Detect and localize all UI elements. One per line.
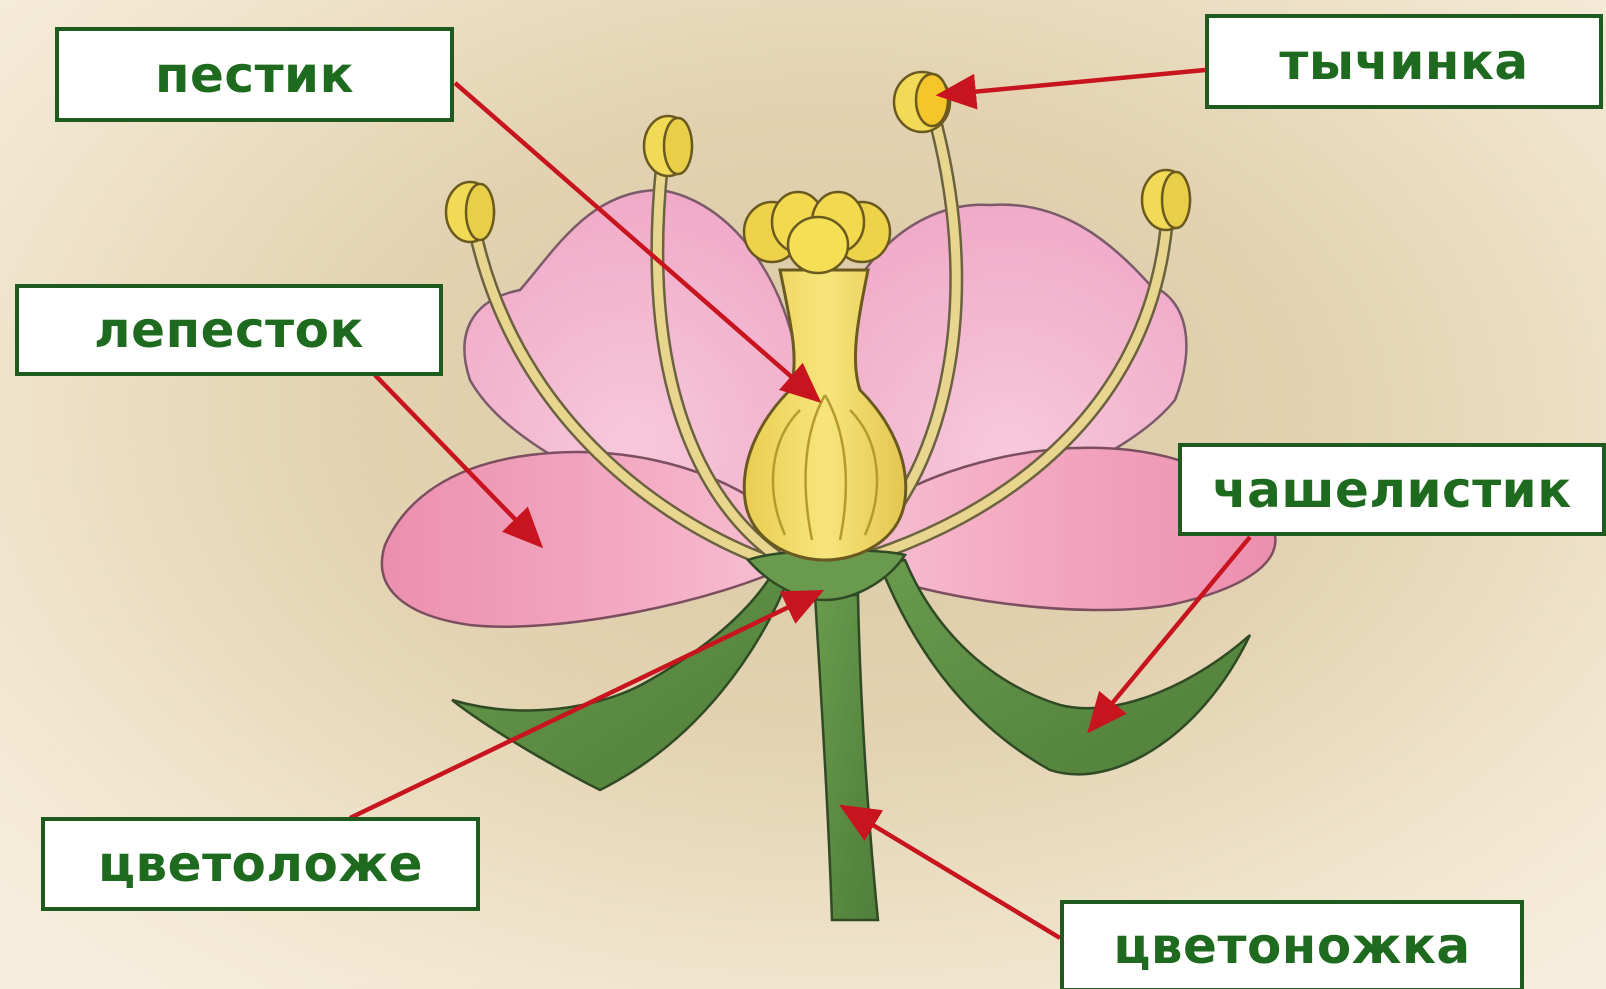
label-pistil-text: пестик (155, 46, 354, 104)
label-stamen: тычинка (1205, 14, 1603, 109)
label-petal-text: лепесток (94, 301, 364, 359)
label-receptacle: цветоложе (41, 817, 480, 911)
label-sepal-text: чашелистик (1212, 461, 1571, 519)
pedicel (815, 595, 878, 920)
label-receptacle-text: цветоложе (98, 835, 423, 893)
label-petal: лепесток (15, 284, 443, 376)
label-peduncle: цветоножка (1060, 900, 1524, 989)
label-sepal: чашелистик (1178, 443, 1606, 536)
label-stamen-text: тычинка (1279, 33, 1528, 91)
label-pistil: пестик (55, 27, 454, 122)
label-peduncle-text: цветоножка (1113, 917, 1470, 975)
